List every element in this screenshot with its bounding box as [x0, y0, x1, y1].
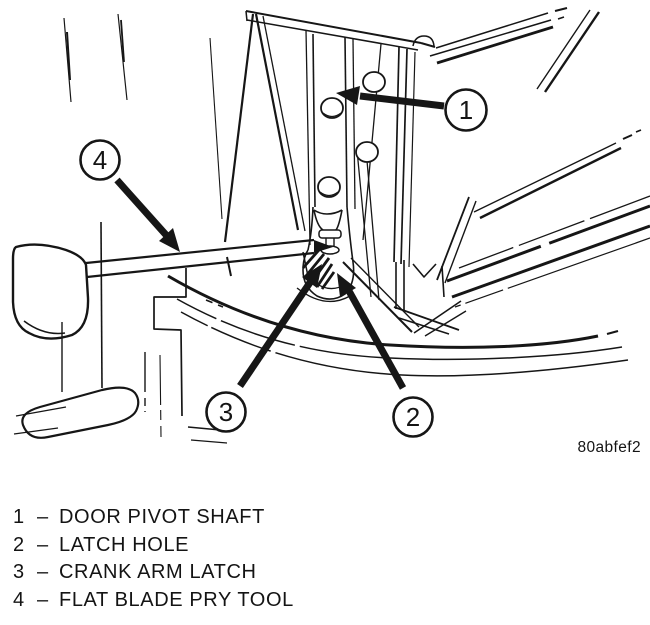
legend-item-2: 2 – LATCH HOLE [13, 534, 294, 562]
body-step-lines [13, 221, 232, 444]
legend-item-3-label: CRANK ARM LATCH [59, 561, 257, 584]
pry-tool-blade-tip [314, 240, 333, 253]
callout-2-circle [392, 396, 434, 438]
legend-item-3-number: 3 [13, 561, 25, 584]
legend-item-4: 4 – FLAT BLADE PRY TOOL [13, 589, 294, 617]
legend: 1 – DOOR PIVOT SHAFT 2 – LATCH HOLE 3 – … [13, 506, 294, 617]
door-pillar [223, 13, 416, 301]
background-body-lines [63, 13, 223, 220]
flat-blade-pry-tool [11, 238, 333, 340]
callout-4-arrow [114, 177, 170, 239]
legend-item-2-separator: – [37, 533, 49, 556]
callout-2-arrow [345, 289, 407, 390]
legend-item-3: 3 – CRANK ARM LATCH [13, 561, 294, 589]
callout-1-arrow [359, 92, 445, 110]
legend-item-4-number: 4 [13, 589, 25, 612]
legend-item-1-separator: – [37, 506, 49, 528]
callout-2-number: 2 [406, 402, 420, 432]
legend-item-4-separator: – [37, 589, 49, 612]
door-bottom-rail-and-ribs [342, 9, 650, 337]
legend-item-4-label: FLAT BLADE PRY TOOL [59, 589, 294, 612]
legend-item-1-label: DOOR PIVOT SHAFT [59, 506, 265, 528]
callout-4-circle [79, 139, 121, 181]
pillar-lightening-holes [317, 71, 386, 198]
callout-4: 4 [79, 139, 180, 252]
legend-item-2-label: LATCH HOLE [59, 533, 190, 556]
callout-3: 3 [205, 264, 322, 433]
callout-2-arrowhead [337, 273, 356, 297]
step-pad [21, 386, 140, 439]
legend-item-1: 1 – DOOR PIVOT SHAFT [13, 506, 294, 534]
door-pivot-shaft-illustration: 1 4 3 2 80abfef2 [11, 7, 650, 456]
callout-4-arrowhead [159, 228, 180, 252]
callout-3-number: 3 [219, 397, 233, 427]
callout-1-number: 1 [459, 95, 473, 125]
door-top-edge [245, 7, 568, 65]
legend-item-2-number: 2 [13, 533, 25, 556]
door-pivot-shaft [313, 209, 343, 255]
legend-item-1-number: 1 [13, 506, 25, 528]
callout-3-arrow [237, 279, 314, 388]
callout-1-circle [444, 88, 488, 132]
pry-tool-shaft [85, 238, 315, 265]
callout-2: 2 [337, 273, 434, 438]
figure-code: 80abfef2 [577, 439, 641, 456]
legend-item-3-separator: – [37, 561, 49, 584]
pry-tool-handle [11, 243, 90, 340]
callout-3-arrowhead [302, 264, 322, 288]
callout-4-number: 4 [93, 145, 107, 175]
body-curve-lines [167, 274, 629, 377]
callout-3-circle [205, 391, 247, 433]
callout-1-arrowhead [336, 86, 360, 105]
callout-1: 1 [336, 86, 488, 132]
